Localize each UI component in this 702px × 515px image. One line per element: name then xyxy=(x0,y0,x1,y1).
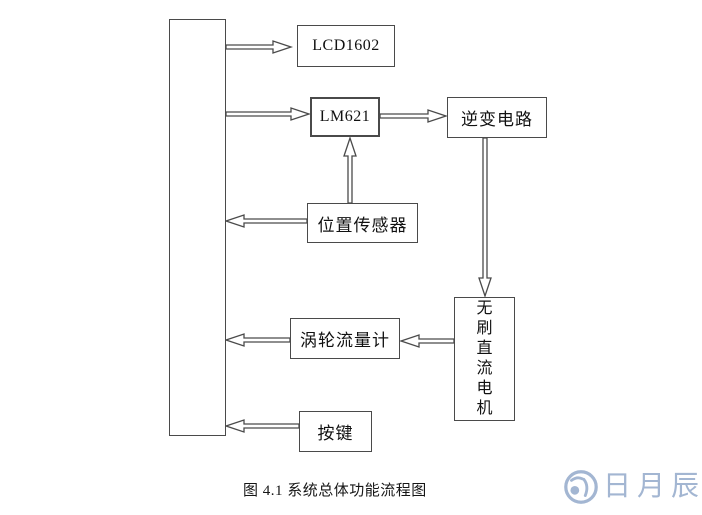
sun-moon-logo-icon xyxy=(564,470,598,504)
turbine-flowmeter-box: 涡轮流量计 xyxy=(290,318,400,359)
turbine-flowmeter-label: 涡轮流量计 xyxy=(300,331,390,350)
position-sensor-label: 位置传感器 xyxy=(317,215,408,235)
inverter-circuit-label: 逆变电路 xyxy=(461,110,533,129)
lcd1602-label: LCD1602 xyxy=(312,37,380,54)
arrow-flowmeter-to-controller xyxy=(223,333,291,347)
keypad-label: 按键 xyxy=(317,424,354,443)
brushless-dc-motor-box: 无刷直流电机 xyxy=(454,297,515,421)
arrow-controller-to-lm621 xyxy=(225,107,312,121)
lcd1602-box: LCD1602 xyxy=(297,25,395,67)
keypad-box: 按键 xyxy=(299,411,372,452)
main-controller-box xyxy=(169,19,226,436)
arrow-keys-to-controller xyxy=(223,419,300,433)
arrow-sensor-to-controller xyxy=(223,214,308,228)
arrow-sensor-to-lm621 xyxy=(343,135,357,204)
inverter-circuit-box: 逆变电路 xyxy=(447,97,547,138)
position-sensor-box: 位置传感器 xyxy=(307,203,418,243)
figure-caption: 图 4.1 系统总体功能流程图 xyxy=(243,483,427,499)
watermark-logo: 日月辰 xyxy=(562,468,702,506)
arrow-motor-to-flowmeter xyxy=(398,334,455,348)
arrow-lm621-to-inverter xyxy=(379,109,449,123)
lm621-box: LM621 xyxy=(310,97,380,137)
arrow-inverter-to-motor xyxy=(478,137,492,299)
watermark-text: 日月辰 xyxy=(603,471,702,502)
arrow-controller-to-lcd xyxy=(225,40,294,54)
lm621-label: LM621 xyxy=(319,108,371,125)
brushless-dc-motor-label: 无刷直流电机 xyxy=(476,300,493,417)
